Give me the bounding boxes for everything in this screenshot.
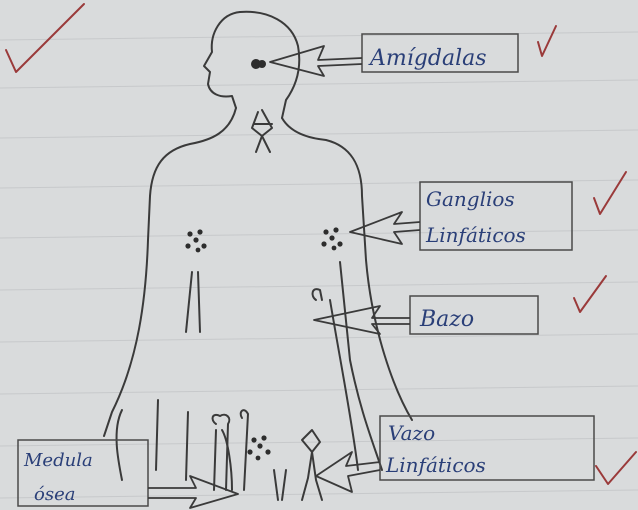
arrows <box>148 46 420 508</box>
label-bazo: Bazo <box>419 307 474 332</box>
label-vazo-line1: Vazo <box>388 421 435 445</box>
arrow-amigdalas <box>270 46 362 76</box>
labels: Amígdalas Ganglios Linfáticos Bazo Vazo … <box>23 46 526 505</box>
label-vazo-line2: Linfáticos <box>385 453 486 477</box>
check-mark-top-left <box>6 4 84 72</box>
check-mark-ganglios <box>594 172 626 214</box>
label-ganglios-line2: Linfáticos <box>425 223 526 247</box>
check-mark-amigdalas <box>538 26 556 56</box>
arrow-bazo <box>314 306 410 334</box>
check-mark-vazo <box>596 452 636 484</box>
label-ganglios-line1: Ganglios <box>426 187 515 211</box>
label-amigdalas: Amígdalas <box>368 46 487 71</box>
arrow-medula <box>148 476 238 508</box>
label-medula-line2: ósea <box>34 484 75 505</box>
label-medula-line1: Medula <box>23 450 93 471</box>
notebook-lines <box>0 32 638 498</box>
check-mark-bazo <box>574 276 606 312</box>
arrow-ganglios <box>350 212 420 244</box>
arrow-vazo <box>316 452 380 492</box>
node-dots <box>185 59 342 460</box>
